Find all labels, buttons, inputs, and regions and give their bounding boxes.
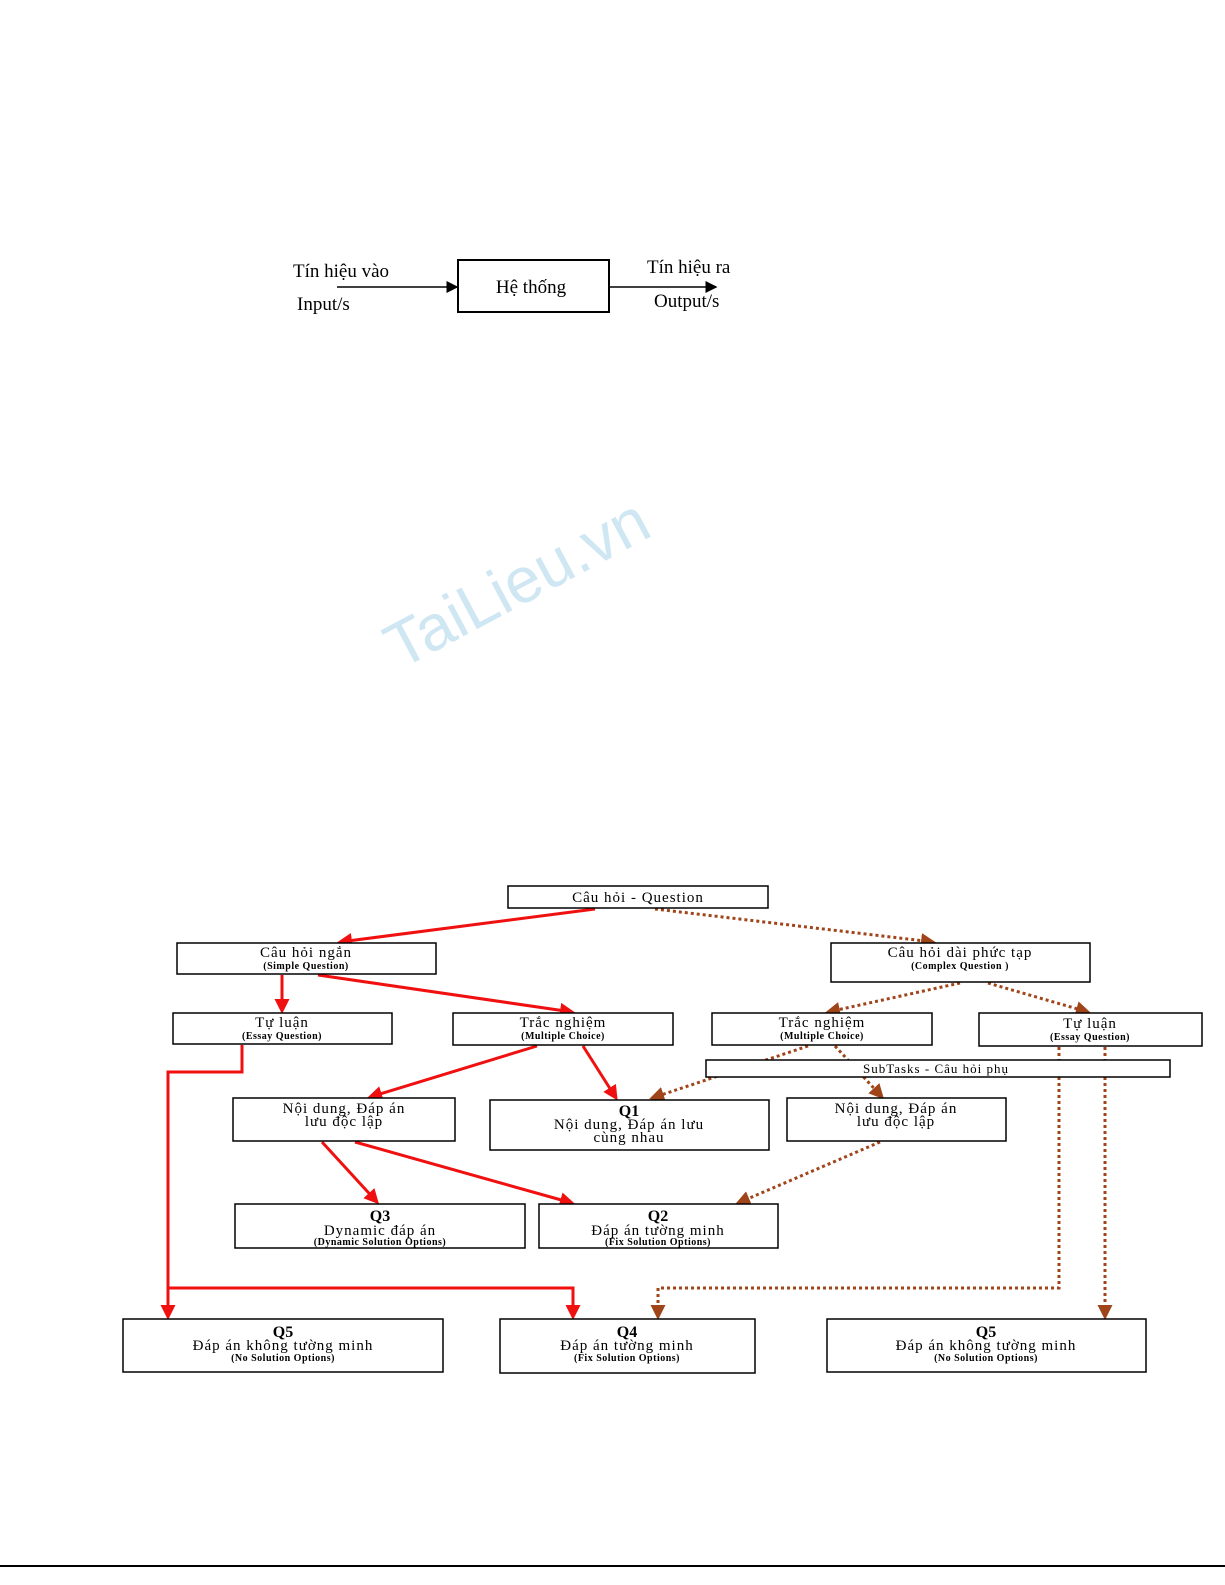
node-line: lưu độc lập	[857, 1114, 935, 1130]
node-mc-left: Trắc nghiệm (Multiple Choice)	[452, 1012, 674, 1046]
node-title: Câu hỏi ngắn	[260, 945, 352, 961]
node-id: Q5	[976, 1324, 996, 1341]
solid-arrows	[160, 907, 618, 1320]
node-line: Nội dung, Đáp án	[835, 1101, 958, 1117]
output-label-en: Output/s	[654, 291, 719, 312]
node-line: Nội dung, Đáp án lưu	[554, 1117, 704, 1133]
node-subtitle: (Fix Solution Options)	[574, 1353, 680, 1364]
node-q2: Q2 Đáp án tường minh (Fix Solution Optio…	[538, 1203, 779, 1249]
node-subtitle: (No Solution Options)	[231, 1353, 335, 1364]
system-label: Hệ thống	[496, 277, 567, 298]
node-subtitle: (Fix Solution Options)	[605, 1237, 711, 1248]
node-simple-question: Câu hỏi ngắn (Simple Question)	[176, 942, 437, 975]
node-line: Đáp án tường minh	[560, 1338, 693, 1354]
node-line: cùng nhau	[593, 1130, 664, 1146]
output-label-vi: Tín hiệu ra	[647, 257, 731, 278]
node-subtitle: (Essay Question)	[242, 1031, 322, 1042]
input-label-en: Input/s	[297, 294, 350, 315]
system-box	[457, 259, 610, 313]
dotted-arrows	[649, 907, 1113, 1320]
node-line: Nội dung, Đáp án	[283, 1101, 406, 1117]
node-content-separate-right: Nội dung, Đáp án lưu độc lập	[786, 1097, 1007, 1142]
node-id: Q4	[617, 1324, 637, 1341]
node-title: Câu hỏi dài phức tạp	[888, 945, 1033, 961]
node-subtitle: (Simple Question)	[263, 961, 348, 972]
node-q1: Q1 Nội dung, Đáp án lưu cùng nhau	[489, 1099, 770, 1151]
node-id: Q2	[648, 1208, 668, 1225]
node-id: Q1	[619, 1103, 639, 1120]
node-id: Q5	[273, 1324, 293, 1341]
node-line: Dynamic đáp án	[324, 1223, 436, 1239]
node-subtitle: (Multiple Choice)	[521, 1031, 605, 1042]
node-subtitle: (Complex Question )	[911, 961, 1009, 972]
node-essay-right: Tự luận (Essay Question)	[978, 1012, 1203, 1047]
node-title: Trắc nghiệm	[779, 1015, 866, 1031]
node-subtitle: (No Solution Options)	[934, 1353, 1038, 1364]
node-q4: Q4 Đáp án tường minh (Fix Solution Optio…	[499, 1318, 756, 1374]
input-label-vi: Tín hiệu vào	[293, 261, 389, 282]
node-content-separate-left: Nội dung, Đáp án lưu độc lập	[232, 1097, 456, 1142]
node-q5-left: Q5 Đáp án không tường minh (No Solution …	[122, 1318, 444, 1373]
system-diagram: Tín hiệu vào Input/s Hệ thống Tín hiệu r…	[293, 257, 731, 315]
node-complex-question: Câu hỏi dài phức tạp (Complex Question )	[830, 942, 1091, 983]
node-root-label: Câu hỏi - Question	[572, 890, 704, 906]
node-subtitle: (Multiple Choice)	[780, 1031, 864, 1042]
node-q3: Q3 Dynamic đáp án (Dynamic Solution Opti…	[234, 1203, 526, 1249]
node-root: Câu hỏi - Question	[507, 885, 769, 909]
node-subtitle: (Essay Question)	[1050, 1032, 1130, 1043]
node-q5-right: Q5 Đáp án không tường minh (No Solution …	[826, 1318, 1147, 1373]
node-title: Trắc nghiệm	[520, 1015, 607, 1031]
node-title: Tự luận	[255, 1015, 309, 1031]
node-mc-right: Trắc nghiệm (Multiple Choice)	[711, 1012, 933, 1046]
node-essay-left: Tự luận (Essay Question)	[172, 1012, 393, 1045]
node-title: SubTasks - Câu hỏi phụ	[863, 1061, 1009, 1076]
node-subtitle: (Dynamic Solution Options)	[314, 1237, 446, 1248]
node-subtasks: SubTasks - Câu hỏi phụ	[705, 1059, 1171, 1078]
node-id: Q3	[370, 1208, 390, 1225]
node-line: lưu độc lập	[305, 1114, 383, 1130]
node-line: Đáp án không tường minh	[896, 1338, 1077, 1354]
node-title: Tự luận	[1063, 1016, 1117, 1032]
node-line: Đáp án không tường minh	[193, 1338, 374, 1354]
node-line: Đáp án tường minh	[591, 1223, 724, 1239]
watermark: TaiLieu.vn	[373, 483, 661, 682]
